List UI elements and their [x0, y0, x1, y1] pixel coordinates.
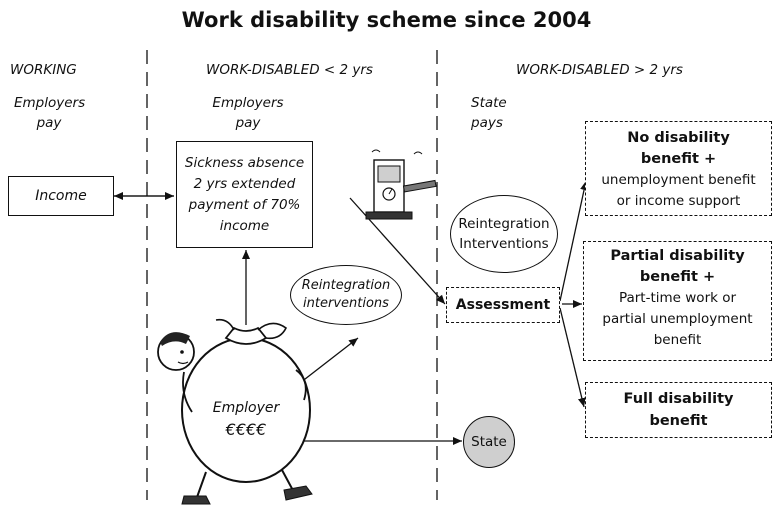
sickness-absence-box: Sickness absence 2 yrs extended payment …	[176, 141, 313, 248]
outcome-title-line: Partial disability	[610, 248, 745, 264]
outcome-title-line: No disability	[627, 130, 730, 146]
sickness-line: 2 yrs extended	[193, 175, 296, 192]
arrow-assessment-to-no-benefit	[559, 180, 589, 302]
outcome-detail-line: benefit	[653, 332, 702, 348]
reintegration-line: interventions	[303, 296, 389, 311]
outcome-detail-line: or income support	[616, 193, 741, 209]
income-label: Income	[35, 188, 87, 204]
payer-line: Employers	[14, 95, 86, 111]
outcome-no-disability-box: No disability benefit + unemployment ben…	[585, 121, 772, 216]
reintegration-line: Interventions	[459, 236, 549, 252]
payer-line: pay	[36, 115, 62, 131]
employer-label: Employer	[212, 400, 280, 416]
payer-line: pay	[235, 115, 261, 131]
reintegration-line: Reintegration	[301, 278, 391, 293]
reintegration-state-ellipse: Reintegration Interventions	[450, 195, 558, 273]
income-box: Income	[8, 176, 114, 216]
payer-disabled-under-2: Employers pay	[208, 93, 288, 133]
outcome-partial-disability-box: Partial disability benefit + Part-time w…	[583, 241, 772, 361]
outcome-title-line: benefit +	[639, 269, 716, 285]
column-heading-disabled-under-2: WORK-DISABLED < 2 yrs	[206, 62, 373, 78]
payer-working: Employers pay	[14, 93, 86, 133]
employer-money-bag-illustration	[157, 318, 313, 505]
assessment-label: Assessment	[455, 297, 551, 313]
page-title: Work disability scheme since 2004	[181, 8, 592, 32]
payer-line: pays	[471, 115, 503, 131]
reintegration-line: Reintegration	[458, 216, 550, 232]
outcome-detail-line: Part-time work or	[618, 290, 737, 306]
arrow-assessment-to-full	[559, 307, 586, 408]
outcome-detail-line: unemployment benefit	[601, 172, 756, 188]
outcome-title-line: benefit +	[640, 151, 717, 167]
payer-disabled-over-2: State pays	[471, 93, 531, 133]
column-heading-disabled-over-2: WORK-DISABLED > 2 yrs	[516, 62, 683, 78]
column-heading-working: WORKING	[10, 62, 77, 78]
employer-bag-label: Employer €€€€	[206, 398, 286, 440]
sickness-line: income	[219, 217, 270, 234]
sickness-line: Sickness absence	[184, 154, 305, 171]
state-circle: State	[463, 416, 515, 468]
employer-money: €€€€	[225, 420, 267, 439]
outcome-detail-line: partial unemployment	[602, 311, 753, 327]
assessment-box: Assessment	[446, 287, 560, 323]
payer-line: Employers	[212, 95, 284, 111]
outcome-title-line: benefit	[649, 413, 708, 429]
state-label: State	[471, 434, 507, 450]
scale-illustration	[365, 149, 437, 220]
payer-line: State	[471, 95, 507, 111]
outcome-title-line: Full disability	[623, 391, 734, 407]
outcome-full-disability-box: Full disability benefit	[585, 382, 772, 438]
sickness-line: payment of 70%	[188, 196, 301, 213]
reintegration-employer-ellipse: Reintegration interventions	[290, 265, 402, 325]
